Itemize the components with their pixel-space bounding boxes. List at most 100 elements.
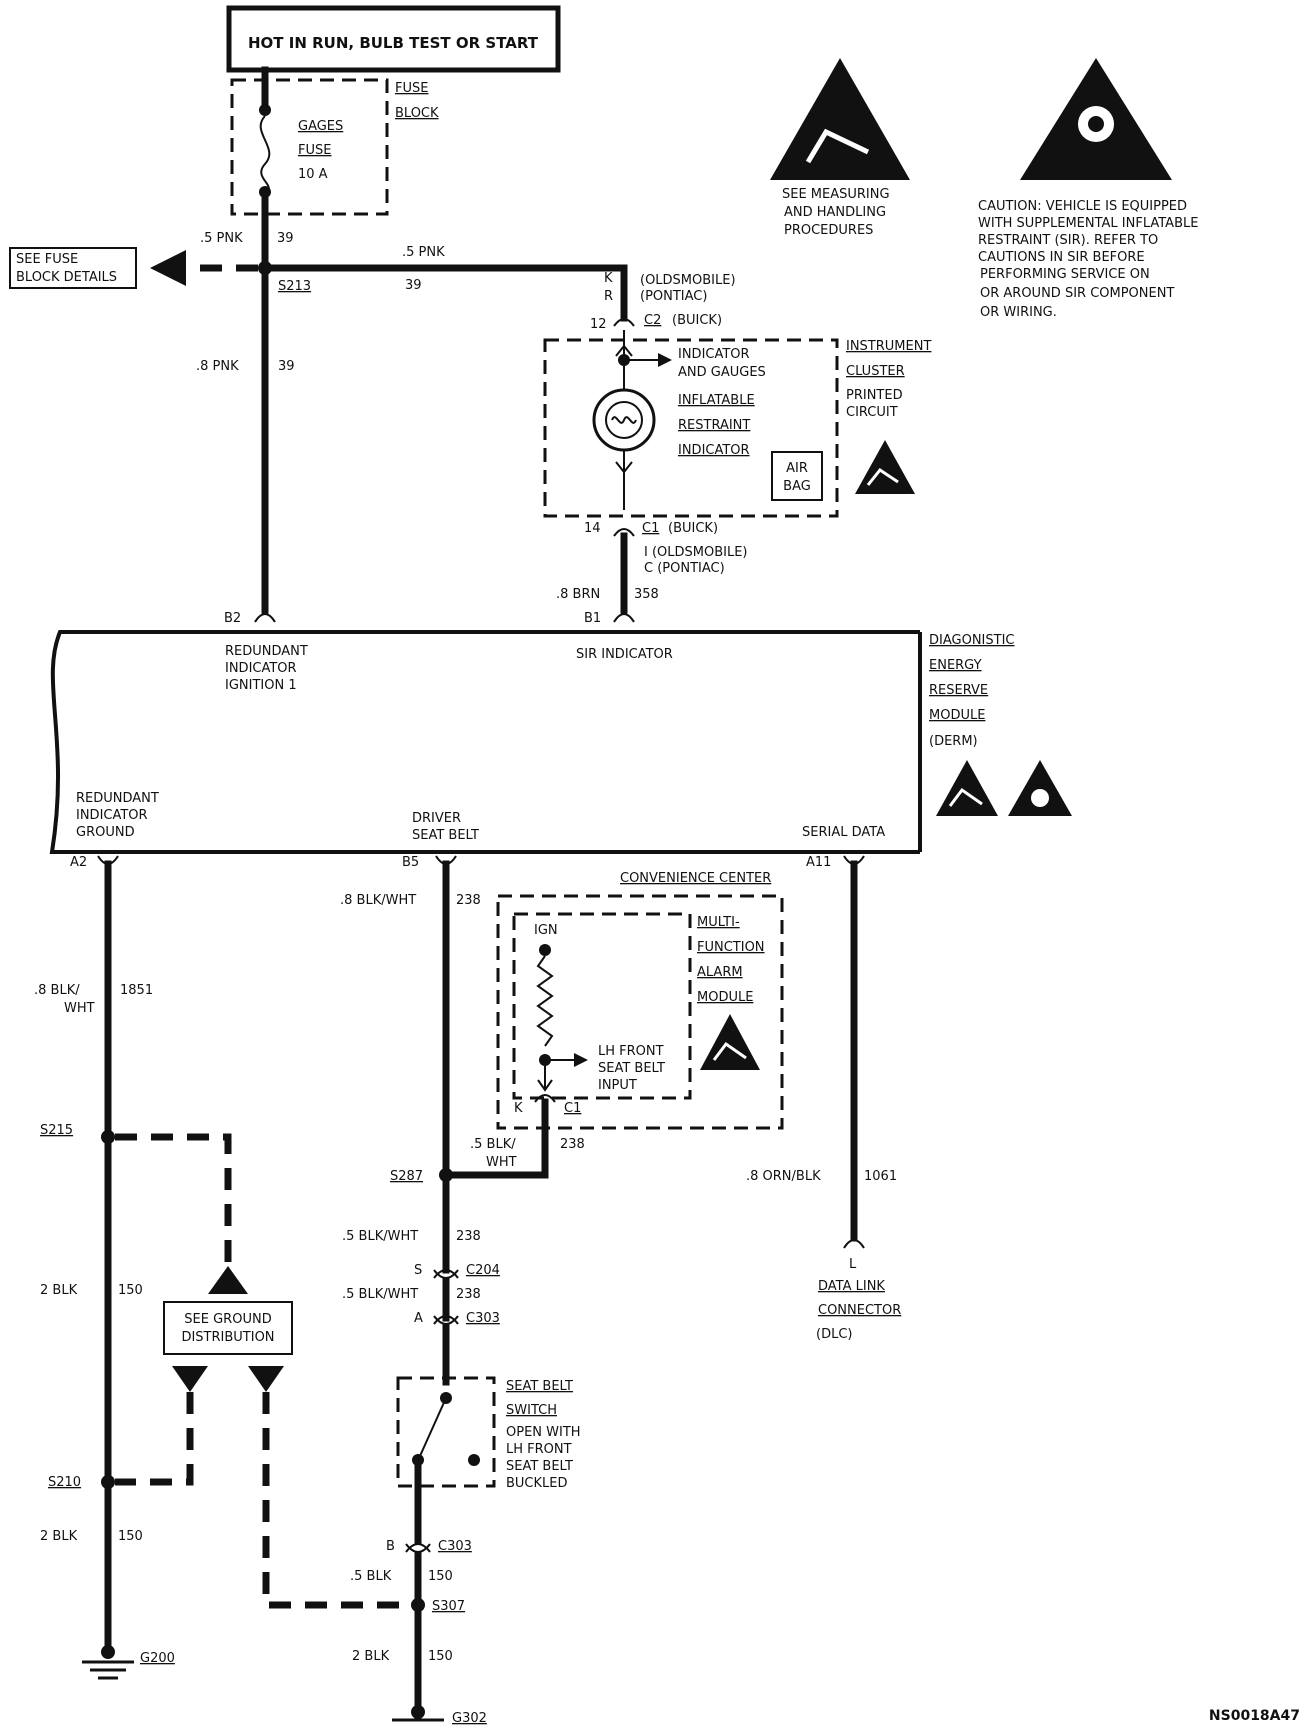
wire-circuit-label: 238	[456, 893, 481, 908]
lh-front-line3: INPUT	[598, 1078, 637, 1093]
seat-belt-switch-line2: SWITCH	[506, 1403, 557, 1418]
splice-s213-label: S213	[278, 279, 311, 294]
air-bag-line2: BAG	[783, 479, 811, 494]
seat-belt-switch-line4: LH FRONT	[506, 1442, 572, 1457]
seat-belt-switch-outline	[396, 1376, 496, 1488]
caution-line7: OR WIRING.	[980, 305, 1057, 320]
measuring-handling-warning-icon	[770, 58, 910, 180]
wire-circuit-label: 150	[118, 1529, 143, 1544]
caution-line3: RESTRAINT (SIR). REFER TO	[978, 233, 1158, 248]
derm-pin-a2: A2	[70, 855, 87, 870]
sir-warning-icon	[1008, 760, 1072, 816]
derm-redundant-gnd-line3: GROUND	[76, 825, 135, 840]
see-fuse-line1: SEE FUSE	[16, 252, 78, 267]
derm-pin-b2: B2	[224, 611, 241, 626]
wire-circuit-label: 238	[560, 1137, 585, 1152]
c204-pin: S	[414, 1263, 422, 1278]
connector-dlc	[843, 1239, 865, 1249]
switch-contact-icon	[419, 1397, 447, 1457]
splice-s287-label: S287	[390, 1169, 423, 1184]
fuse-name-line2: FUSE	[298, 143, 331, 158]
derm-label-5: (DERM)	[929, 734, 978, 749]
wire-gauge-label: .5 BLK/	[470, 1137, 516, 1152]
fuse-rating: 10 A	[298, 167, 328, 182]
wire-gauge-label: .5 PNK	[200, 231, 243, 246]
c1-olds-label: I (OLDSMOBILE)	[644, 545, 748, 560]
wire-gauge-label: .8 PNK	[196, 359, 239, 374]
wire-circuit-label: 39	[405, 278, 422, 293]
wire-circuit-label: 1851	[120, 983, 153, 998]
c2-pin-number: 12	[590, 317, 607, 332]
wire-gauge-label: 2 BLK	[40, 1283, 78, 1298]
air-bag-box	[771, 451, 823, 501]
alarm-connector-c1: C1	[564, 1101, 581, 1116]
multifunction-alarm-module-outline	[512, 912, 692, 1100]
fuse-block-label-1: FUSE	[395, 81, 428, 96]
document-id: NS0018A47	[1209, 1708, 1300, 1724]
wire-circuit-label: 1061	[864, 1169, 897, 1184]
splice-s210	[101, 1475, 115, 1489]
c303-b-label: C303	[438, 1539, 472, 1554]
splice-s215-label: S215	[40, 1123, 73, 1138]
convenience-center-title: CONVENIENCE CENTER	[620, 871, 771, 886]
c2-buick-label: (BUICK)	[672, 313, 722, 328]
derm-redundant-ign-line3: IGNITION 1	[225, 678, 297, 693]
derm-pin-b1: B1	[584, 611, 601, 626]
wire-circuit-label: 238	[456, 1229, 481, 1244]
esd-warning-icon	[936, 760, 998, 816]
alarm-module-line3: ALARM	[697, 965, 743, 980]
wire-gauge-label-2: WHT	[64, 1001, 95, 1016]
derm-sir-indicator: SIR INDICATOR	[576, 647, 673, 662]
measure-line2: AND HANDLING	[784, 205, 886, 220]
alarm-pin-k: K	[514, 1101, 523, 1116]
wire-circuit-label: 238	[456, 1287, 481, 1302]
cluster-label-4: CIRCUIT	[846, 405, 898, 420]
caution-line2: WITH SUPPLEMENTAL INFLATABLE	[978, 216, 1198, 231]
wire-circuit-label: 39	[277, 231, 294, 246]
caution-line5: PERFORMING SERVICE ON	[980, 267, 1150, 282]
wire-gauge-label: .5 BLK/WHT	[342, 1287, 418, 1302]
instrument-cluster-outline	[543, 338, 839, 518]
c204-label: C204	[466, 1263, 500, 1278]
c303-pin-a: A	[414, 1311, 423, 1326]
seat-belt-switch-line6: BUCKLED	[506, 1476, 568, 1491]
seat-belt-switch-line5: SEAT BELT	[506, 1459, 573, 1474]
derm-label-2: ENERGY	[929, 658, 982, 673]
c2-name: C2	[644, 313, 661, 328]
sir-indicator-line3: INDICATOR	[678, 443, 750, 458]
splice-s307-label: S307	[432, 1599, 465, 1614]
splice-s215	[101, 1130, 115, 1144]
c1-pin-number: 14	[584, 521, 601, 536]
splice-s210-label: S210	[48, 1475, 81, 1490]
derm-module-outline	[49, 630, 920, 854]
wire-gauge-label: 2 BLK	[352, 1649, 390, 1664]
arrow-down-icon	[172, 1366, 208, 1392]
derm-driver-seat-belt-line2: SEAT BELT	[412, 828, 479, 843]
connector-c303-b	[405, 1543, 431, 1553]
c1-buick-label: (BUICK)	[668, 521, 718, 536]
resistor-icon	[536, 955, 554, 1047]
arrow-down-icon	[248, 1366, 284, 1392]
wire-circuit-label: 150	[428, 1649, 453, 1664]
connector-c303-a	[433, 1315, 459, 1325]
dlc-line2: CONNECTOR	[818, 1303, 901, 1318]
ground-symbol-g302	[392, 1705, 444, 1722]
c1-pontiac-label: C (PONTIAC)	[644, 561, 725, 576]
wire-gauge-label-2: WHT	[486, 1155, 517, 1170]
fuse-block-outline	[230, 78, 389, 216]
sir-indicator-line2: RESTRAINT	[678, 418, 750, 433]
wire-gauge-label: .8 BLK/WHT	[340, 893, 416, 908]
caution-line6: OR AROUND SIR COMPONENT	[980, 286, 1174, 301]
convenience-center-outline	[496, 894, 784, 1130]
derm-redundant-ign-line2: INDICATOR	[225, 661, 297, 676]
dlc-line3: (DLC)	[816, 1327, 852, 1342]
fuse-block-label-2: BLOCK	[395, 106, 439, 121]
arrow-right-icon	[658, 353, 672, 367]
measure-line3: PROCEDURES	[784, 223, 873, 238]
see-ground-line2: DISTRIBUTION	[181, 1330, 274, 1345]
cluster-label-1: INSTRUMENT	[846, 339, 931, 354]
sir-indicator-line1: INFLATABLE	[678, 393, 755, 408]
dlc-pin: L	[849, 1257, 857, 1272]
alarm-module-line4: MODULE	[697, 990, 753, 1005]
